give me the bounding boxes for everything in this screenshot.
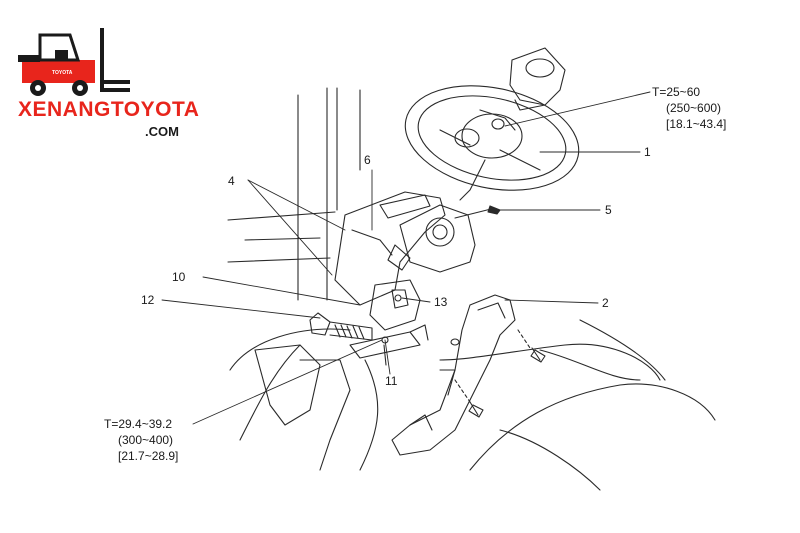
cover-screws — [454, 329, 546, 418]
torque-top-ftlbf: [18.1~43.4] — [666, 117, 727, 131]
callout-4: 4 — [228, 174, 235, 188]
meter-cover — [334, 191, 446, 306]
body-panels — [229, 319, 716, 491]
callout-10: 10 — [172, 270, 186, 284]
torque-bottom-ftlbf: [21.7~28.9] — [118, 449, 179, 463]
steering-knob — [509, 47, 566, 111]
forklift-icon — [18, 28, 130, 96]
callout-2: 2 — [602, 296, 609, 310]
brand-name: XENANGTOYOTA — [18, 98, 200, 121]
torque-bottom-value: T=29.4~39.2 — [104, 417, 173, 431]
callout-11: 11 — [385, 374, 398, 388]
leader-lines — [161, 91, 651, 425]
column-assembly — [369, 204, 501, 331]
brand-domain: .COM — [145, 124, 179, 139]
callout-12: 12 — [141, 293, 155, 307]
steering-wheel — [404, 85, 580, 201]
torque-bottom-kgf: (300~400) — [118, 433, 174, 447]
tilt-lever-spring — [309, 312, 429, 366]
torque-top-value: T=25~60 — [652, 85, 701, 99]
brand-logo: TOYOTA — [18, 28, 130, 96]
torque-top-kgf: (250~600) — [666, 101, 722, 115]
brand-badge: TOYOTA — [52, 70, 73, 76]
callout-13: 13 — [434, 295, 448, 309]
callout-1: 1 — [644, 145, 651, 159]
callout-6: 6 — [364, 153, 371, 167]
callout-5: 5 — [605, 203, 612, 217]
column-cover — [391, 294, 516, 456]
mast-frame — [227, 87, 361, 301]
